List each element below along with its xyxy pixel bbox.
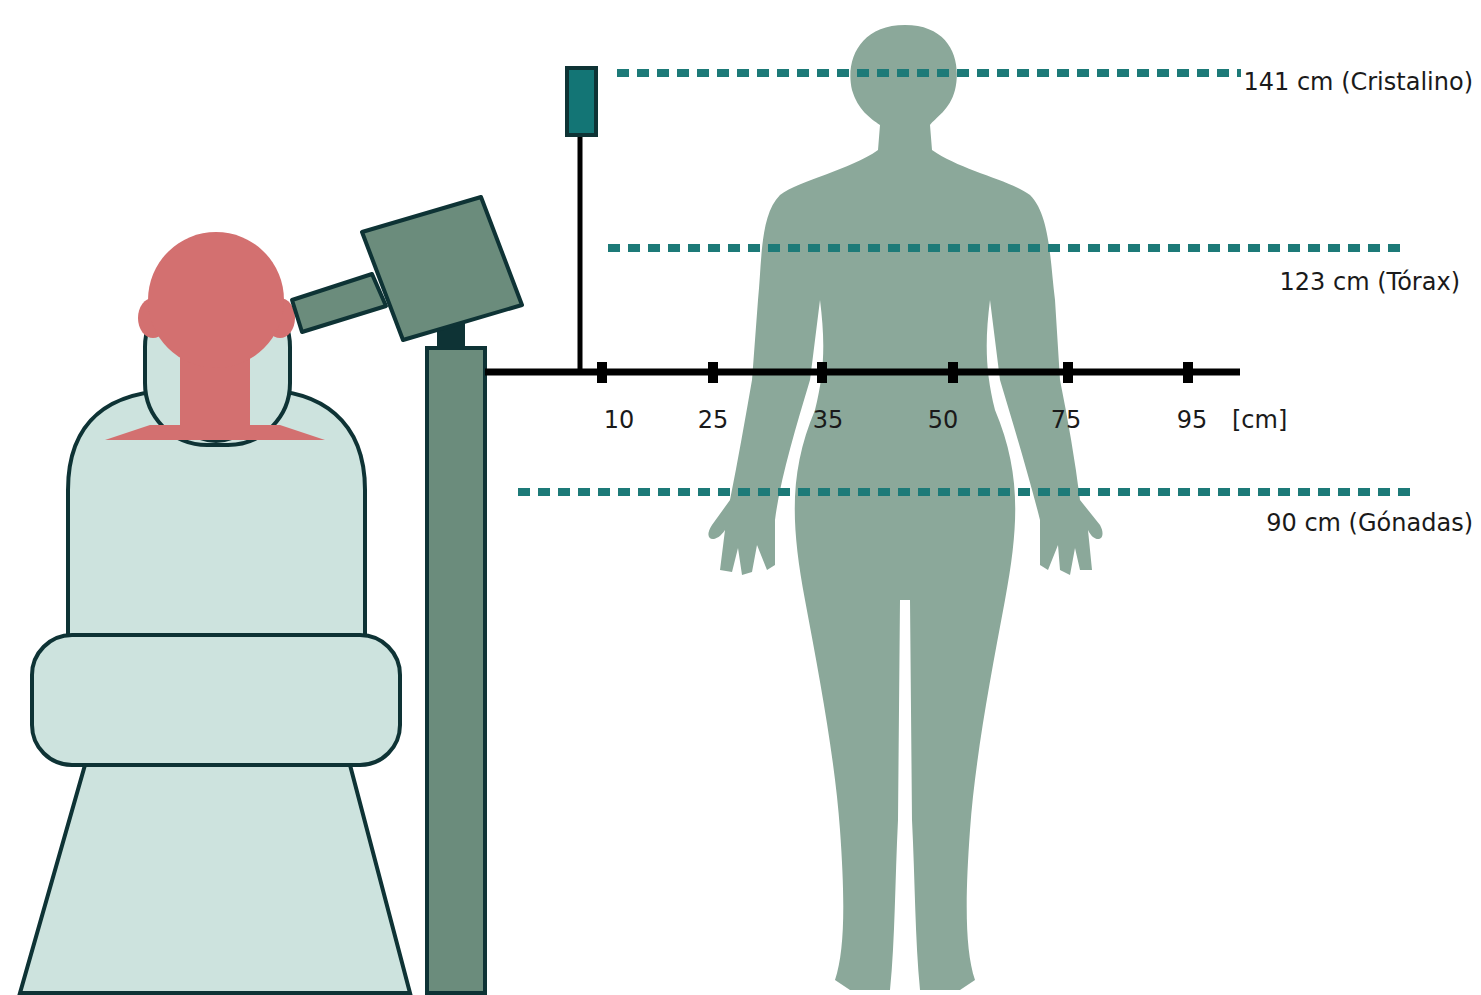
dosimeter-pole: [578, 130, 583, 372]
distance-tick: 35: [813, 406, 844, 435]
distance-tick: 75: [1051, 406, 1082, 435]
height-label: 141 cm (Cristalino): [1241, 68, 1475, 97]
dosimeter: [567, 68, 596, 135]
patient-head: [105, 232, 325, 440]
xray-column: [427, 348, 485, 993]
patient-chair: [20, 285, 410, 993]
distance-tick: 50: [928, 406, 959, 435]
unit-label: [cm]: [1232, 406, 1287, 435]
distance-tick: 10: [604, 406, 635, 435]
staff-silhouette: [708, 25, 1102, 990]
distance-ruler: [485, 362, 1240, 383]
distance-tick: 25: [698, 406, 729, 435]
xray-tube: [292, 197, 522, 340]
height-lines: [518, 73, 1410, 492]
distance-tick: 95: [1177, 406, 1208, 435]
height-label: 90 cm (Gónadas): [1264, 509, 1475, 538]
height-label: 123 cm (Tórax): [1278, 268, 1462, 297]
